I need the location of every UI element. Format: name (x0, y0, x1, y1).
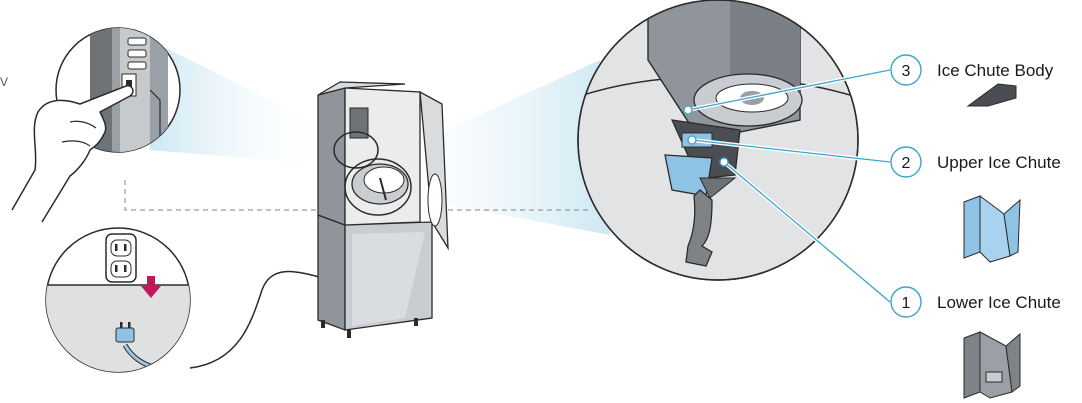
callout-1: 1 Lower Ice Chute (891, 287, 1061, 398)
upper-ice-chute-part (964, 196, 1020, 262)
callout-3-number: 3 (902, 63, 911, 80)
callout-2-number: 2 (902, 155, 911, 172)
power-cord (190, 272, 330, 369)
dashed-connector (125, 180, 340, 210)
edge-text: V (0, 75, 8, 89)
callout-3-label: Ice Chute Body (937, 61, 1054, 80)
ice-chute-zoom-circle (578, 0, 860, 280)
ice-machine (318, 82, 448, 338)
electrical-outlet-icon (106, 234, 136, 282)
lower-ice-chute-part (964, 332, 1020, 398)
callout-1-number: 1 (902, 295, 911, 312)
ice-chute-body-part (968, 84, 1016, 106)
callout-3: 3 Ice Chute Body (891, 55, 1054, 106)
outlet-zoom-circle (40, 228, 200, 385)
callout-1-label: Lower Ice Chute (937, 293, 1061, 312)
callout-2-label: Upper Ice Chute (937, 153, 1061, 172)
callout-2: 2 Upper Ice Chute (891, 147, 1061, 262)
